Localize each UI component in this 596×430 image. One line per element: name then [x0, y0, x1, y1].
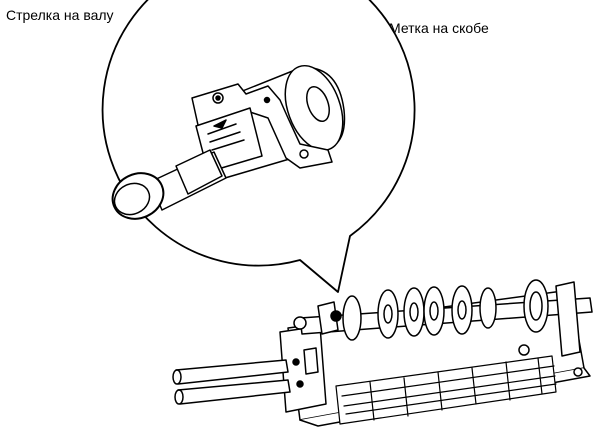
main-assembly	[172, 279, 593, 427]
vent-grille	[335, 355, 557, 425]
shaft-knob	[317, 301, 339, 335]
shaft-arrow-marking	[213, 119, 227, 129]
detail-view	[111, 64, 346, 220]
label-bracket-mark: Метка на скобе	[389, 20, 489, 36]
label-shaft-arrow: Стрелка на валу	[6, 7, 114, 23]
bracket-mark-dot	[263, 96, 271, 104]
shaft-discs	[342, 279, 549, 341]
